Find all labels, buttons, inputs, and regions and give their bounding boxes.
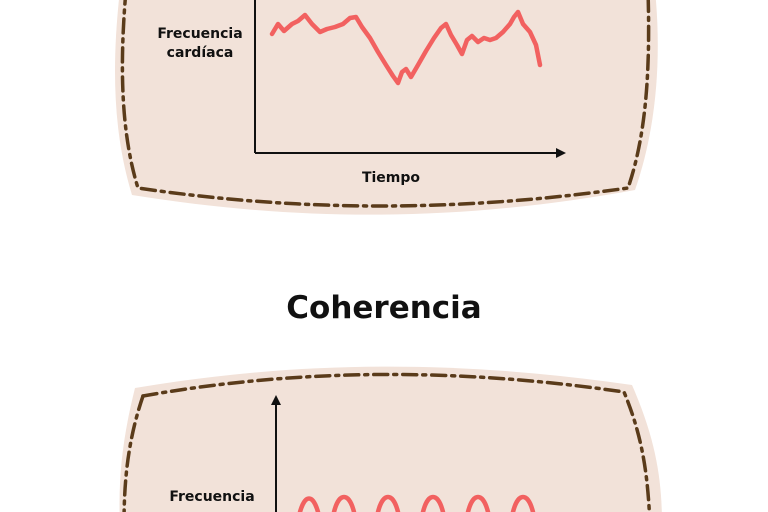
section-heading: Coherencia [286,290,482,326]
top-panel-border [120,0,651,208]
bottom-panel-border-left [122,394,145,512]
top-y-axis-label-line1: Frecuencia [157,26,243,42]
top-x-axis-label: Tiempo [361,170,421,186]
top-panel-blob [115,0,658,215]
top-y-axis-label-line2: cardíaca [166,45,234,61]
top-y-axis-label: Frecuencia cardíaca [150,25,250,63]
top-x-axis-arrowhead [556,148,566,158]
heart-rate-signal-coherent [297,494,536,512]
bottom-y-axis-label: Frecuencia [169,489,255,505]
heart-rate-signal-irregular [269,9,543,86]
bottom-panel-border [141,372,652,512]
bottom-panel-blob [119,366,662,512]
bottom-y-axis-arrowhead [271,395,281,405]
